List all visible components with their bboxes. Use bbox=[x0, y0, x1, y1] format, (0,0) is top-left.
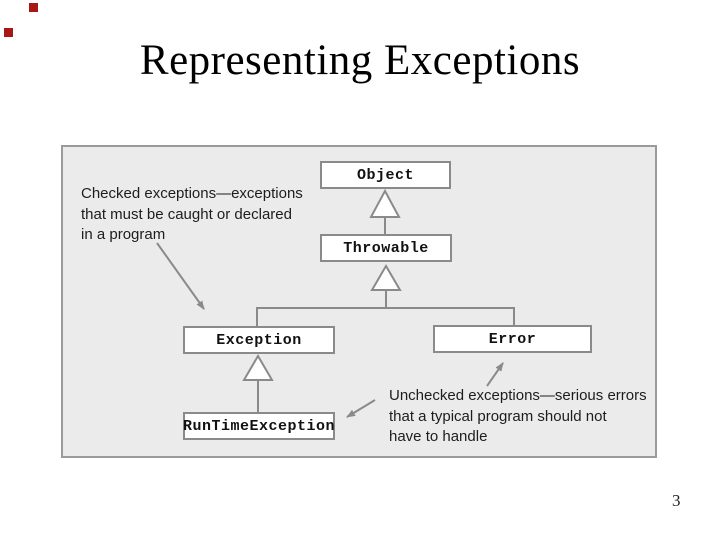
annotation-line: in a program bbox=[81, 226, 166, 243]
annotation-line: Unchecked exceptions—serious errors bbox=[389, 387, 647, 404]
class-node-runtime-exception: RunTimeException bbox=[183, 412, 335, 440]
class-node-object: Object bbox=[320, 161, 451, 189]
class-node-throwable: Throwable bbox=[320, 234, 452, 262]
annotation-line: that must be caught or declared bbox=[81, 205, 292, 223]
template-accent-square-top bbox=[29, 3, 38, 12]
annotation-line: that a typical program should not bbox=[389, 407, 607, 425]
annotation-unchecked-exceptions: Unchecked exceptions—serious errors that… bbox=[389, 386, 654, 448]
slide-title: Representing Exceptions bbox=[139, 37, 581, 84]
page-number: 3 bbox=[672, 491, 681, 510]
annotation-line: Checked exceptions—exceptions bbox=[81, 185, 303, 202]
class-node-error: Error bbox=[433, 325, 592, 353]
annotation-line: have to handle bbox=[389, 428, 488, 445]
annotation-checked-exceptions: Checked exceptions—exceptions that must … bbox=[81, 184, 321, 246]
template-accent-square-left bbox=[4, 28, 13, 37]
class-node-exception: Exception bbox=[183, 326, 335, 354]
